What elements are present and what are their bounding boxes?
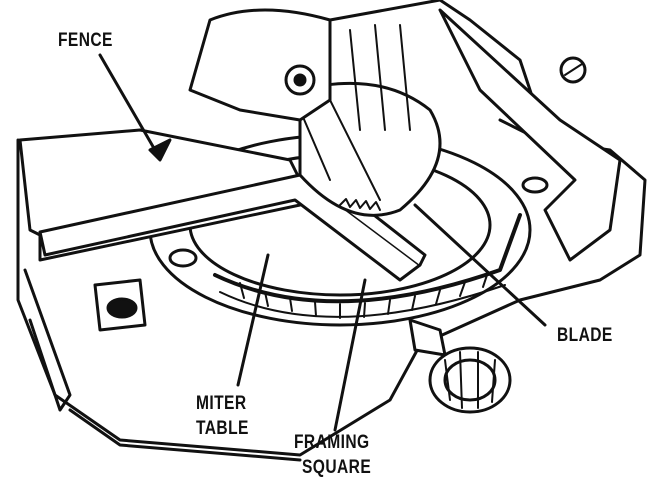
- label-miter-table-line1: MITER: [196, 393, 247, 415]
- base-left-foot: [25, 270, 70, 410]
- base-hole-right: [523, 178, 547, 192]
- lock-knob: [430, 348, 510, 412]
- motor-housing: [190, 10, 330, 120]
- leader-miter-table: [238, 255, 268, 385]
- label-blade: BLADE: [557, 325, 613, 347]
- label-fence: FENCE: [58, 30, 113, 52]
- label-framing-square-line1: FRAMING: [294, 432, 370, 454]
- leader-blade: [415, 205, 545, 325]
- lock-knob-stem: [410, 320, 445, 355]
- label-miter-table-line2: TABLE: [196, 418, 249, 440]
- label-framing-square-line2: SQUARE: [302, 457, 371, 479]
- base-hole-left: [108, 299, 136, 317]
